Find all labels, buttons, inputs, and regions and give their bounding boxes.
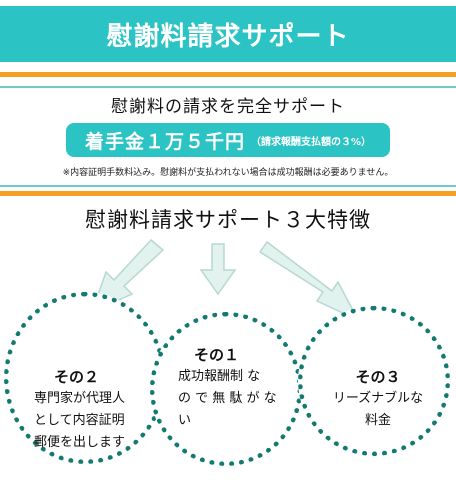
feature-3-text: その３ リーズナブルな 料金 (318, 366, 438, 432)
feature-3-line: リーズナブルな (332, 391, 424, 406)
feature-1-line: い (178, 413, 192, 428)
orange-divider-top (0, 72, 456, 77)
feature-1-line: の で 無 駄 が な (178, 391, 277, 406)
footnote: ※内容証明手数料込み。慰謝料が支払われない場合は成功報酬は必要ありません。 (62, 168, 394, 178)
features-title: 慰謝料請求サポート３大特徴 (85, 208, 371, 232)
arrow-middle-icon (199, 243, 237, 296)
feature-1-title: その１ (194, 346, 240, 364)
feature-2-text: その２ 専門家が代理人 として内容証明 郵便を出します (34, 366, 152, 454)
header-banner: 慰謝料請求サポート (0, 6, 456, 62)
arrow-right-icon (258, 240, 360, 322)
teal-divider-top (0, 86, 456, 88)
feature-2-line: 専門家が代理人 (34, 391, 126, 406)
banner-title: 慰謝料請求サポート (106, 21, 350, 52)
feature-1-line: 成功報酬制 な (178, 369, 261, 384)
feature-circle-2 (4, 292, 166, 464)
feature-3-line: 料金 (364, 413, 391, 428)
orange-divider-bottom (0, 191, 456, 196)
offer-headline: 慰謝料の請求を完全サポート (111, 97, 345, 117)
feature-circle-3 (298, 306, 450, 456)
price-note: （請求報酬支払額の３%） (250, 136, 372, 148)
feature-2-title: その２ (54, 368, 100, 386)
price-box: 着手金１万５千円 （請求報酬支払額の３%） (66, 123, 390, 157)
feature-1-text: その１ 成功報酬制 な の で 無 駄 が な い (178, 344, 286, 432)
feature-2-line: として内容証明 (34, 413, 125, 428)
feature-2-line: 郵便を出します (34, 435, 126, 450)
price-text: 着手金１万５千円 (84, 130, 245, 153)
feature-3-title: その３ (355, 368, 401, 386)
teal-divider-bottom (0, 185, 456, 187)
